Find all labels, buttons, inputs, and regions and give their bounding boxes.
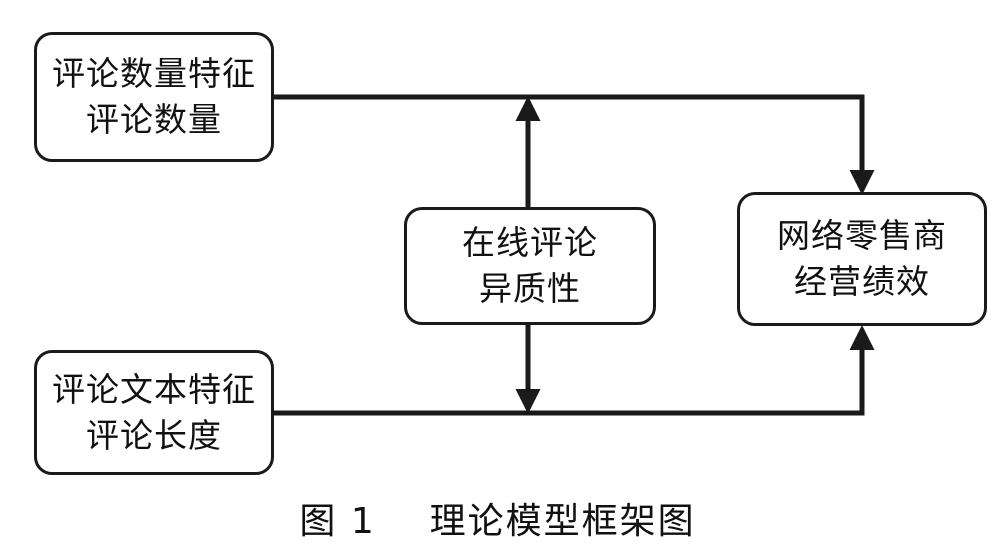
edge-text-to-performance [274, 325, 875, 416]
node-review-count-line2: 评论数量 [86, 100, 222, 139]
node-review-text-line1: 评论文本特征 [52, 369, 256, 409]
node-retailer-performance: 网络零售商 经营绩效 [737, 192, 987, 326]
figure-caption: 图 1 理论模型框架图 [0, 498, 995, 546]
edge-count-to-performance [274, 94, 875, 195]
figure-caption-label: 图 1 [299, 501, 376, 542]
node-review-text-line2: 评论长度 [86, 415, 222, 455]
node-performance-line1: 网络零售商 [777, 216, 947, 255]
node-review-count-feature: 评论数量特征 评论数量 [34, 32, 274, 162]
figure-caption-title: 理论模型框架图 [429, 501, 696, 542]
node-heterogeneity-line2: 异质性 [479, 269, 581, 308]
node-review-heterogeneity: 在线评论 异质性 [404, 207, 656, 325]
node-heterogeneity-line1: 在线评论 [462, 223, 598, 262]
node-review-count-line1: 评论数量特征 [52, 54, 256, 93]
node-review-text-feature: 评论文本特征 评论长度 [34, 350, 274, 475]
node-performance-line2: 经营绩效 [794, 262, 930, 301]
